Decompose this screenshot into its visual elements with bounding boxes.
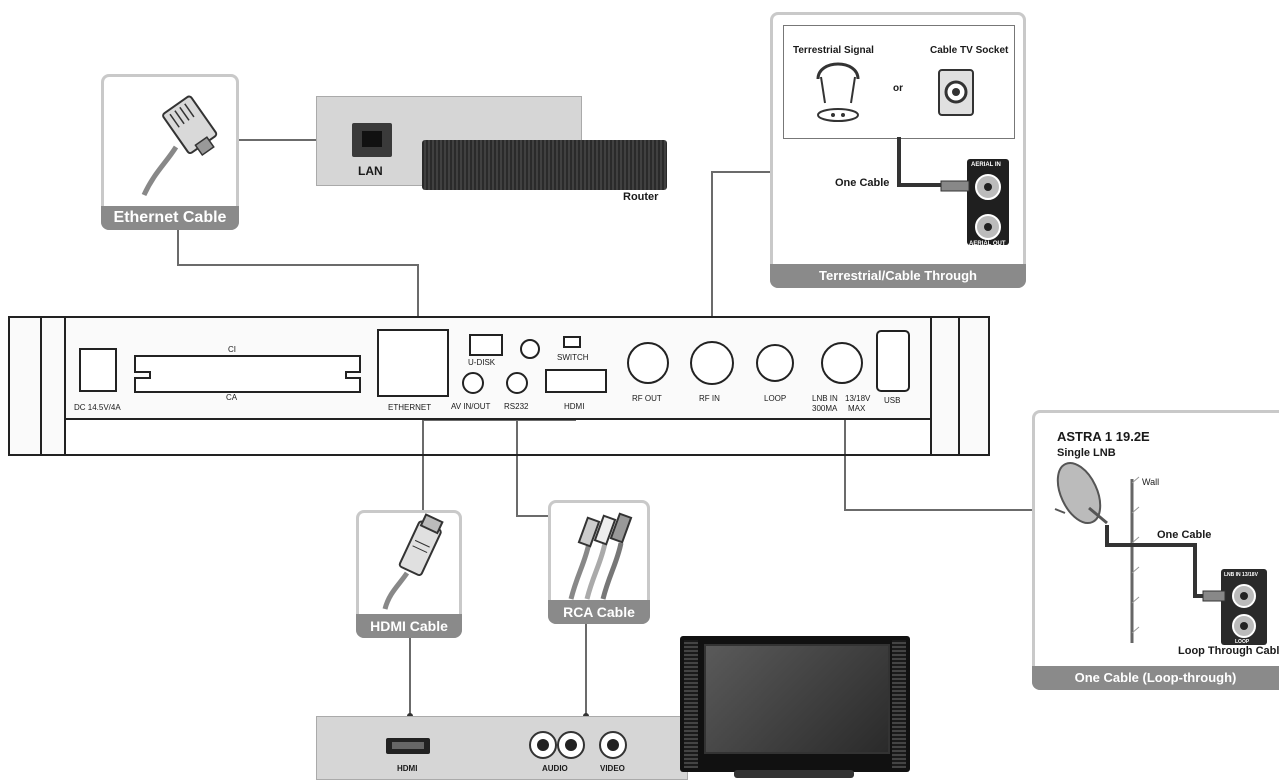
- satellite-one-cable-label: One Cable: [1157, 529, 1212, 541]
- loop-port-label: LOOP: [1235, 639, 1250, 645]
- tv-screen: [704, 644, 890, 754]
- ci-label: CI: [228, 345, 236, 354]
- tv-stand: [734, 770, 854, 778]
- rf-out-port: [627, 342, 669, 384]
- antenna-cable: [897, 137, 943, 187]
- satellite-graphics: [1054, 462, 1267, 645]
- switch: [563, 336, 581, 348]
- tv-audio-left-port: [529, 731, 557, 759]
- line-rf-in: [711, 171, 770, 342]
- rca-cable-label: RCA Cable: [548, 600, 650, 624]
- one-cable-label: One Cable: [835, 177, 890, 189]
- hdmi-cable-box: HDMI Cable: [356, 510, 462, 638]
- wall-label: Wall: [1142, 477, 1160, 487]
- udisk-label: U-DISK: [468, 358, 496, 367]
- lnb-loop-port-block: [1202, 569, 1267, 645]
- tv-video-label: VIDEO: [600, 764, 625, 773]
- terrestrial-box: Terrestrial Signal Cable TV Socket or: [770, 12, 1026, 288]
- ethernet-cable-label: Ethernet Cable: [101, 206, 239, 230]
- or-label: or: [893, 83, 903, 94]
- tv-audio-right-port: [557, 731, 585, 759]
- cable-tv-socket-label: Cable TV Socket: [930, 45, 1009, 56]
- udisk-round-port: [520, 339, 540, 359]
- lan-port: [352, 123, 392, 157]
- rs232-port: [506, 372, 528, 394]
- switch-label: SWITCH: [557, 353, 589, 362]
- aerial-in-label: AERIAL IN: [971, 162, 1001, 168]
- receiver-bottom-edge: [64, 418, 932, 456]
- hdmi-plug-icon: [382, 513, 444, 610]
- rf-out-label: RF OUT: [632, 394, 662, 403]
- usb-port: [876, 330, 910, 392]
- loop-label: LOOP: [764, 394, 787, 403]
- udisk-port: [469, 334, 503, 356]
- hdmi-port-label: HDMI: [564, 402, 585, 411]
- aerial-out-label: AERIAL OUT: [969, 241, 1006, 247]
- antenna-icon: [816, 62, 860, 122]
- usb-label: USB: [884, 396, 901, 405]
- dc-port: [79, 348, 117, 392]
- line-ethernet-port: [177, 228, 419, 330]
- receiver-right-end: [930, 316, 990, 456]
- line-lnb: [844, 375, 1034, 511]
- tv-set: [680, 636, 910, 772]
- tv-video-port: [599, 731, 627, 759]
- rca-cable-box: RCA Cable: [548, 500, 650, 624]
- lan-label: LAN: [358, 164, 383, 178]
- ca-label: CA: [226, 393, 238, 402]
- rca-plugs-icon: [568, 512, 633, 600]
- satellite-dish-icon: [1054, 462, 1108, 525]
- av-label: AV IN/OUT: [451, 402, 491, 411]
- satellite-box-title: One Cable (Loop-through): [1032, 666, 1279, 690]
- tv-hdmi-port: [386, 738, 430, 754]
- ethernet-port: [377, 329, 449, 397]
- tv-hdmi-label: HDMI: [397, 764, 418, 773]
- lnb-v-label: 13/18V: [845, 394, 871, 403]
- lnb-ma-label: 300MA: [812, 404, 838, 413]
- wall-icon: [1130, 476, 1140, 643]
- aerial-in-port: [940, 159, 1009, 245]
- terrestrial-signal-label: Terrestrial Signal: [793, 45, 874, 56]
- router-label: Router: [623, 191, 659, 203]
- satellite-subtitle: Single LNB: [1057, 447, 1116, 459]
- tv-speaker-left: [684, 640, 698, 768]
- line-rca: [516, 380, 552, 517]
- terrestrial-box-title: Terrestrial/Cable Through: [770, 264, 1026, 288]
- loop-through-label: Loop Through Cable: [1178, 645, 1279, 657]
- lnb-max-label: MAX: [848, 404, 866, 413]
- dc-label: DC 14.5V/4A: [74, 403, 121, 412]
- lnb-in-port: [821, 342, 863, 384]
- ci-ca-slot: [134, 355, 361, 393]
- rf-in-port: [690, 341, 734, 385]
- lnb-port-label: LNB IN 13/18V: [1224, 572, 1258, 578]
- hdmi-port: [545, 369, 607, 393]
- satellite-title: ASTRA 1 19.2E: [1057, 429, 1150, 444]
- loop-port: [756, 344, 794, 382]
- ethernet-cable-box: Ethernet Cable: [101, 74, 239, 230]
- ethernet-plug-icon: [141, 95, 218, 197]
- wall-socket-icon: [938, 69, 974, 116]
- rf-in-label: RF IN: [699, 394, 720, 403]
- lnb-in-label: LNB IN: [812, 394, 838, 403]
- ethernet-port-label: ETHERNET: [388, 403, 432, 412]
- tv-speaker-right: [892, 640, 906, 768]
- terrestrial-graphics: [816, 62, 1009, 245]
- hdmi-cable-label: HDMI Cable: [356, 614, 462, 638]
- receiver-left-end: [8, 316, 66, 456]
- router-device: [422, 140, 667, 190]
- satellite-box: ASTRA 1 19.2E Single LNB Wall: [1032, 410, 1279, 690]
- tv-audio-label: AUDIO: [542, 764, 568, 773]
- av-port: [462, 372, 484, 394]
- rs232-label: RS232: [504, 402, 529, 411]
